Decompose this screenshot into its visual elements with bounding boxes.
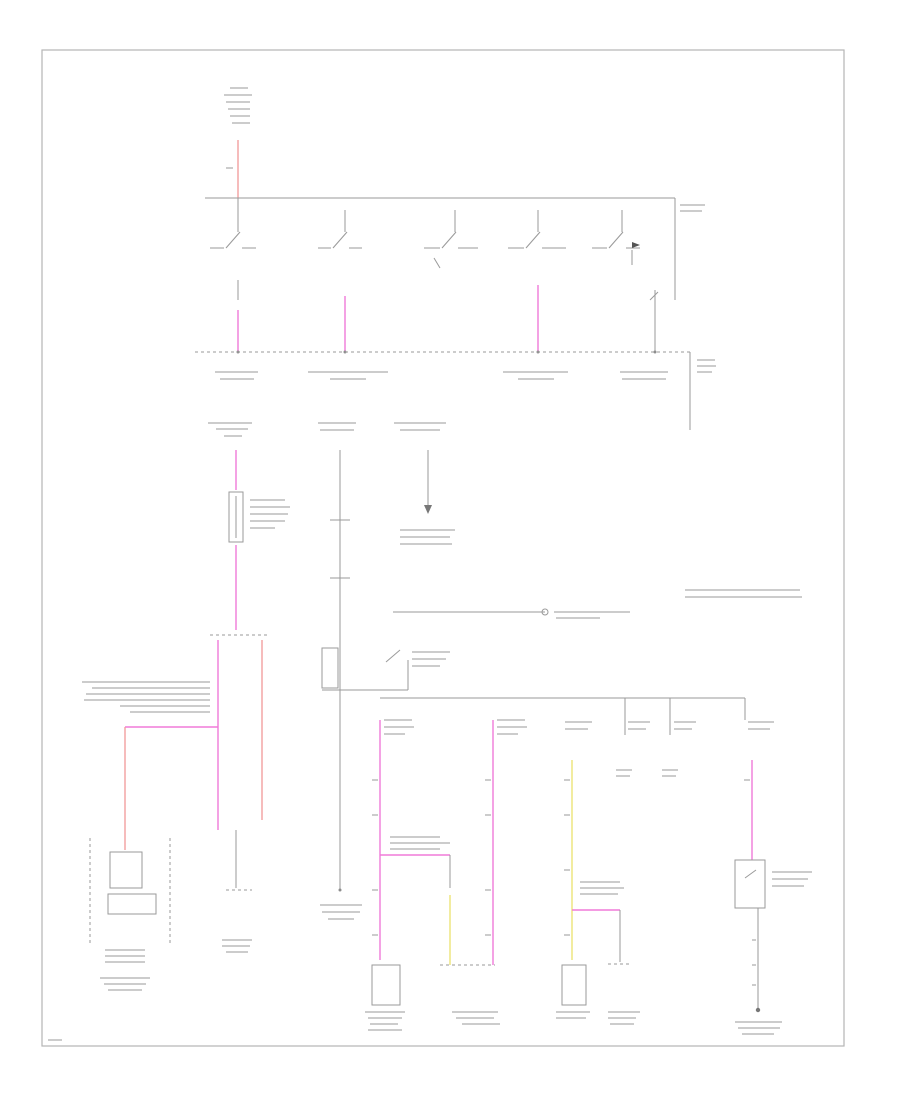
lower-labels — [365, 1011, 640, 1031]
branch-labels — [384, 719, 774, 895]
fuse-1 — [210, 198, 256, 354]
module-left — [109, 851, 143, 889]
fuse-2 — [318, 210, 362, 354]
module-left-lower — [371, 964, 401, 1006]
wire-tags — [372, 779, 756, 986]
source-label-lines — [224, 87, 252, 124]
fuse-3 — [424, 210, 478, 269]
top-fuse-section — [195, 87, 716, 430]
center-switch-section — [318, 422, 802, 920]
module-right-lower — [561, 964, 587, 1006]
bus-labels — [215, 371, 668, 380]
diagram-frame — [41, 49, 845, 1047]
lower-distribution-section — [365, 697, 812, 1035]
left-feed-section — [82, 422, 290, 991]
fuse-4 — [508, 210, 566, 354]
fuse-5 — [592, 210, 659, 354]
left-text-block — [82, 681, 210, 713]
right-switch — [734, 859, 766, 909]
